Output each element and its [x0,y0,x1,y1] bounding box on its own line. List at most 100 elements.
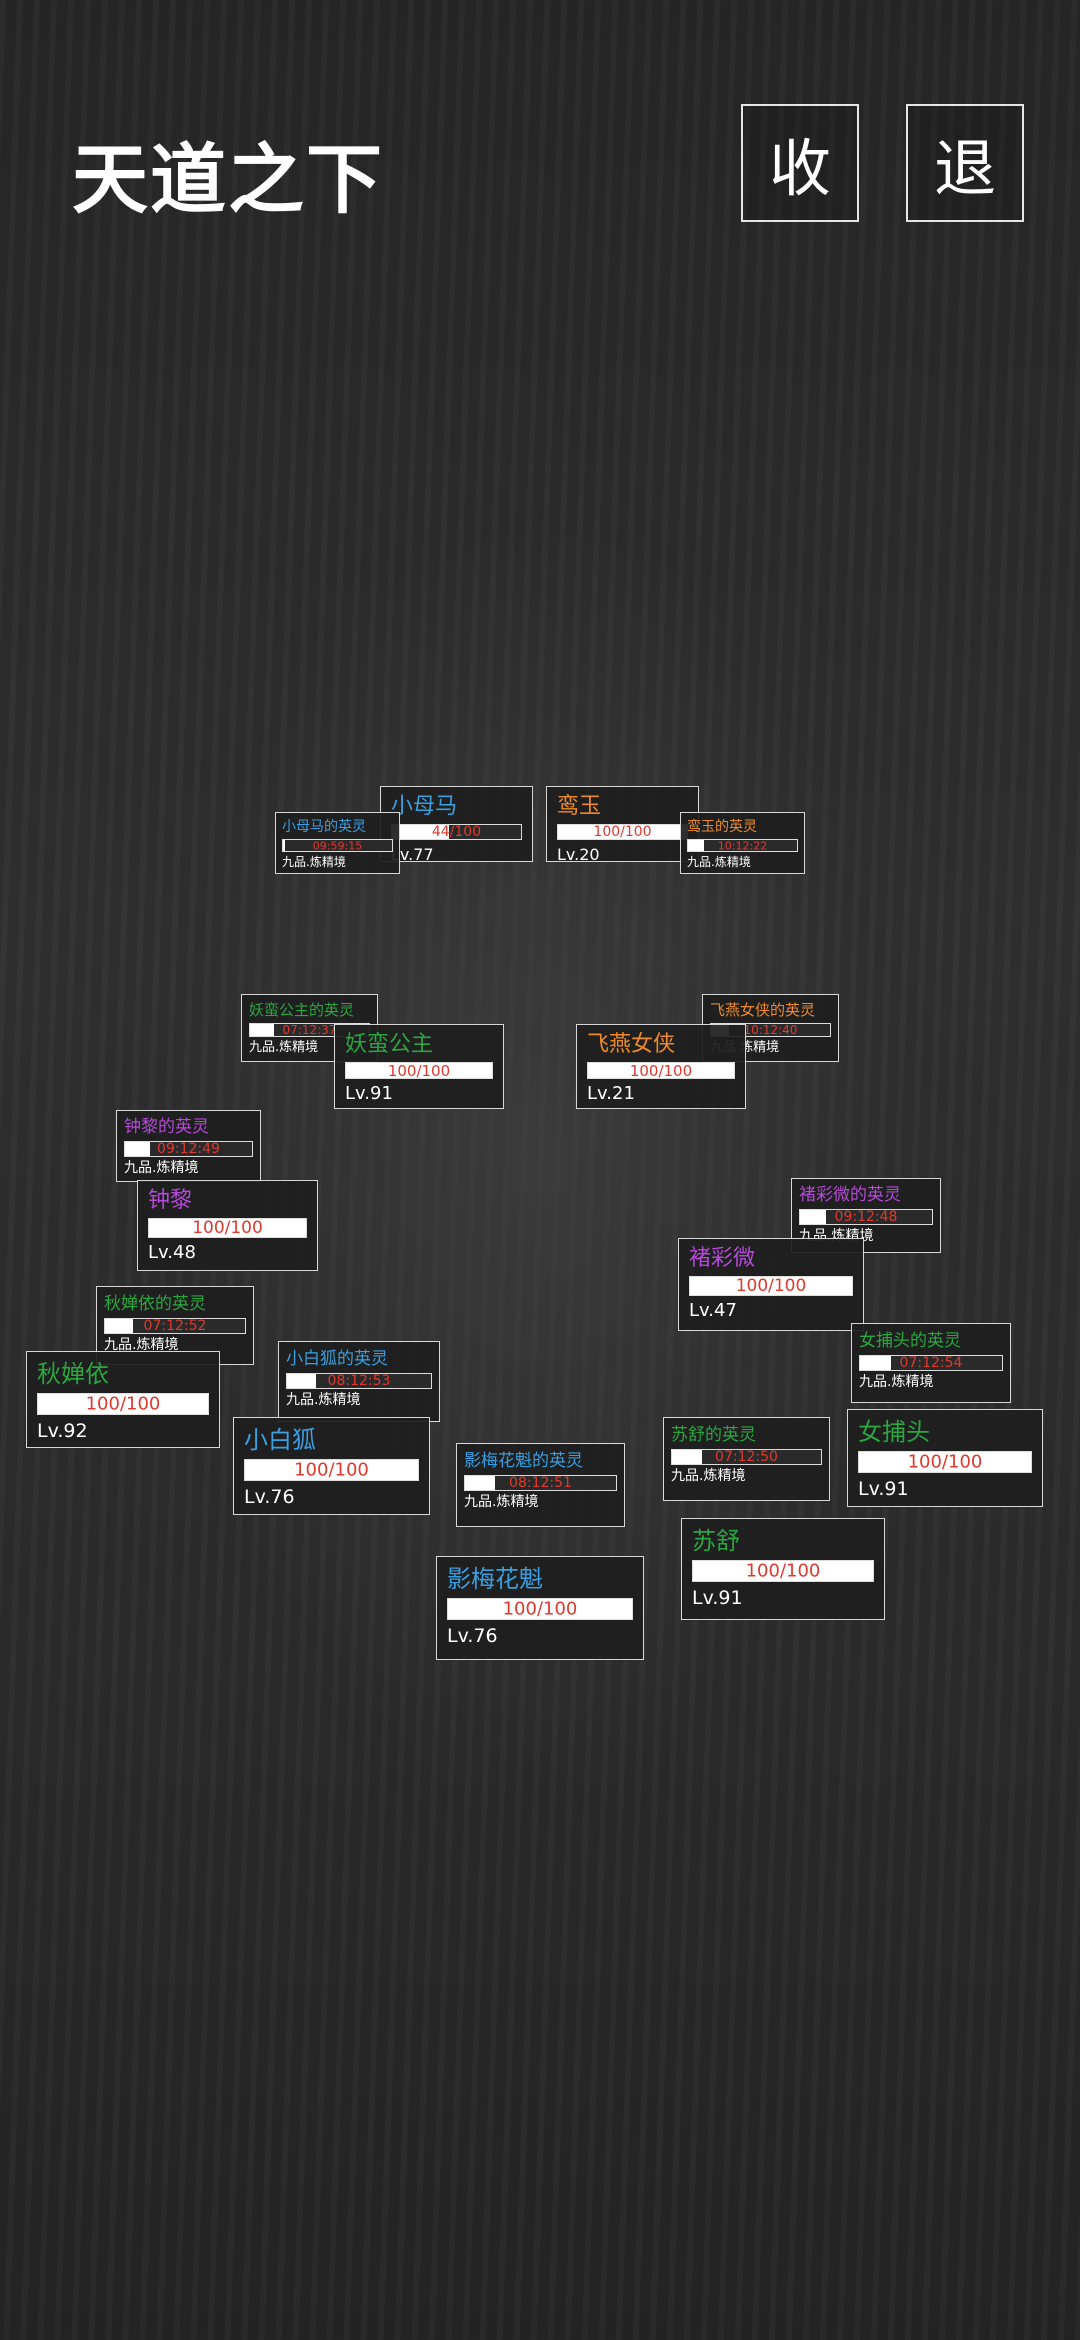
hp-text: 100/100 [387,1062,451,1079]
hero-name: 小白狐 [244,1426,316,1454]
spirit-progress-fill [283,840,286,851]
spirit-timer: 09:12:49 [157,1141,220,1157]
spirit-realm: 九品.炼精境 [859,1374,934,1390]
spirit-progress-bar: 08:12:53 [286,1373,432,1389]
spirit-name: 鸾玉的英灵 [687,819,757,835]
hp-bar: 100/100 [557,824,688,840]
hp-text: 44/100 [431,824,482,840]
hero-card-luanyu[interactable]: 鸾玉 100/100 Lv.20 [546,786,699,864]
hp-bar-fill [392,825,449,839]
hp-text: 100/100 [85,1393,161,1415]
spirit-name: 小母马的英灵 [282,819,366,835]
hp-bar: 100/100 [587,1062,735,1079]
hero-card-zhongli[interactable]: 钟黎 100/100 Lv.48 [137,1180,318,1271]
spirit-realm: 九品.炼精境 [104,1337,179,1353]
spirit-card-nvbutou[interactable]: 女捕头的英灵 07:12:54 九品.炼精境 [851,1323,1011,1403]
hero-level: Lv.20 [557,845,600,864]
hero-name: 秋婵依 [37,1360,109,1388]
spirit-realm: 九品.炼精境 [282,855,346,869]
spirit-timer: 10:12:40 [743,1023,798,1037]
spirit-name: 苏舒的英灵 [671,1425,756,1445]
hp-text: 100/100 [502,1598,578,1620]
hero-card-chucaiwei[interactable]: 褚彩微 100/100 Lv.47 [678,1238,864,1331]
spirit-timer: 08:12:51 [509,1475,572,1491]
spirit-progress-bar: 08:12:51 [464,1475,617,1491]
game-title: 天道之下 [72,135,384,224]
hp-bar-fill [693,1561,873,1581]
spirit-name: 小白狐的英灵 [286,1349,388,1369]
hp-bar-fill [859,1452,1031,1472]
spirit-progress-fill [105,1319,133,1333]
hp-text: 100/100 [593,824,652,840]
hp-text: 100/100 [629,1062,693,1079]
spirit-timer: 08:12:53 [327,1373,391,1389]
hp-bar-fill [558,825,687,839]
hero-name: 飞燕女侠 [587,1032,676,1057]
spirit-realm: 九品.炼精境 [671,1468,746,1484]
hero-level: Lv.76 [244,1486,295,1508]
spirit-progress-bar: 09:59:15 [282,839,393,852]
spirit-card-luanyu[interactable]: 鸾玉的英灵 10:12:22 九品.炼精境 [680,812,805,874]
spirit-card-xiaobaihu[interactable]: 小白狐的英灵 08:12:53 九品.炼精境 [278,1341,440,1422]
hero-card-qiuchanyi[interactable]: 秋婵依 100/100 Lv.92 [26,1351,220,1448]
hero-level: Lv.48 [148,1242,196,1263]
spirit-name: 妖蛮公主的英灵 [249,1001,355,1019]
spirit-timer: 10:12:22 [717,839,768,852]
hero-name: 鸾玉 [557,794,602,819]
hero-card-yingmei[interactable]: 影梅花魁 100/100 Lv.76 [436,1556,644,1660]
hero-level: Lv.91 [345,1083,393,1104]
spirit-progress-bar: 07:12:54 [859,1355,1003,1371]
hp-bar: 44/100 [391,824,522,840]
hero-card-xiaobaihu[interactable]: 小白狐 100/100 Lv.76 [233,1417,430,1515]
spirit-card-yingmei[interactable]: 影梅花魁的英灵 08:12:51 九品.炼精境 [456,1443,625,1527]
spirit-name: 女捕头的英灵 [859,1331,961,1351]
spirit-realm: 九品.炼精境 [687,855,751,869]
spirit-realm: 九品.炼精境 [286,1392,361,1408]
spirit-timer: 09:59:15 [312,839,363,852]
spirit-progress-fill [800,1210,827,1224]
spirit-name: 影梅花魁的英灵 [464,1451,583,1471]
hero-card-feiyan[interactable]: 飞燕女侠 100/100 Lv.21 [576,1024,746,1109]
hero-card-yaoman[interactable]: 妖蛮公主 100/100 Lv.91 [334,1024,504,1109]
hero-name: 妖蛮公主 [345,1032,434,1057]
hp-bar-fill [588,1063,734,1078]
spirit-name: 钟黎的英灵 [124,1117,209,1137]
spirit-progress-fill [287,1374,316,1388]
spirit-name: 秋婵依的英灵 [104,1294,206,1314]
hero-name: 苏舒 [692,1527,740,1555]
hero-level: Lv.91 [858,1478,909,1500]
hp-text: 100/100 [745,1560,821,1582]
spirit-progress-fill [672,1450,702,1464]
hero-name: 小母马 [391,794,458,819]
hp-bar-fill [245,1460,418,1480]
hp-bar: 100/100 [447,1598,633,1620]
hero-name: 褚彩微 [689,1246,756,1271]
hp-bar-fill [38,1394,208,1414]
collect-button[interactable]: 收 [741,104,859,222]
spirit-card-sushu[interactable]: 苏舒的英灵 07:12:50 九品.炼精境 [663,1417,830,1501]
spirit-timer: 09:12:48 [834,1209,898,1225]
spirit-timer: 07:12:50 [715,1449,778,1465]
hp-bar: 100/100 [689,1276,853,1296]
spirit-progress-bar: 10:12:22 [687,839,798,852]
hp-text: 100/100 [735,1276,807,1296]
hp-bar: 100/100 [244,1459,419,1481]
hero-card-nvbutou[interactable]: 女捕头 100/100 Lv.91 [847,1409,1043,1507]
hp-bar: 100/100 [37,1393,209,1415]
spirit-card-chucaiwei[interactable]: 褚彩微的英灵 09:12:48 九品.炼精境 [791,1178,941,1253]
hero-level: Lv.91 [692,1587,743,1609]
exit-button[interactable]: 退 [906,104,1024,222]
hero-name: 影梅花魁 [447,1565,543,1593]
spirit-progress-bar: 07:12:50 [671,1449,822,1465]
spirit-name: 褚彩微的英灵 [799,1185,901,1205]
hero-level: Lv.21 [587,1083,635,1104]
hero-card-sushu[interactable]: 苏舒 100/100 Lv.91 [681,1518,885,1620]
spirit-realm: 九品.炼精境 [464,1494,539,1510]
hp-text: 100/100 [907,1451,983,1473]
spirit-name: 飞燕女侠的英灵 [710,1001,816,1019]
spirit-card-xiaomuma[interactable]: 小母马的英灵 09:59:15 九品.炼精境 [275,812,400,874]
hp-bar: 100/100 [692,1560,874,1582]
spirit-timer: 07:12:52 [143,1318,207,1334]
spirit-card-zhongli[interactable]: 钟黎的英灵 09:12:49 九品.炼精境 [116,1110,261,1182]
hero-card-xiaomuma[interactable]: 小母马 44/100 Lv.77 [380,786,533,864]
